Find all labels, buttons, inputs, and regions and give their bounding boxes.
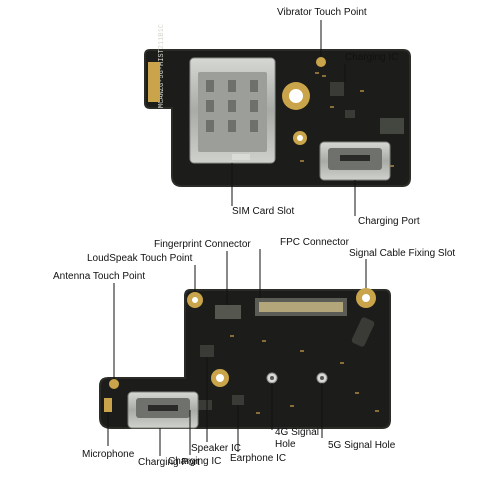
antenna-strip xyxy=(148,62,160,102)
charging-ic-chip xyxy=(330,82,344,96)
label-charging-ic-bottom: Charging IC xyxy=(168,456,222,467)
top-board: MCANZG-5G-HIST211B1C xyxy=(144,24,411,187)
vibrator-touch-pad xyxy=(316,57,326,67)
label-antenna-touch-point: Antenna Touch Point xyxy=(53,271,146,282)
label-signal-cable-fixing-slot: Signal Cable Fixing Slot xyxy=(349,248,456,259)
label-vibrator-touch-point: Vibrator Touch Point xyxy=(277,7,367,18)
charging-port-bottom xyxy=(127,391,199,429)
label-fingerprint-connector: Fingerprint Connector xyxy=(154,239,251,250)
label-4g-signal-line2: Hole xyxy=(275,439,296,450)
label-charging-ic-top: Charging IC xyxy=(345,52,399,63)
label-charging-port-bottom: Charging Port xyxy=(138,457,200,468)
label-speaker-ic: Speaker IC xyxy=(191,443,242,454)
label-earphone-ic: Earphone IC xyxy=(230,453,287,464)
charging-port-top xyxy=(319,141,391,181)
label-5g-signal-hole: 5G Signal Hole xyxy=(328,440,396,451)
speaker-ic-chip xyxy=(200,345,214,357)
label-fpc-connector: FPC Connector xyxy=(280,237,349,248)
label-loudspeak-touch-point: LoudSpeak Touch Point xyxy=(87,253,193,264)
label-charging-port-top: Charging Port xyxy=(358,216,420,227)
callout-lines xyxy=(107,20,367,456)
label-sim-card-slot: SIM Card Slot xyxy=(232,206,295,217)
svg-text:MCANZG-5G-HIST211B1C: MCANZG-5G-HIST211B1C xyxy=(158,24,166,108)
bottom-board xyxy=(99,288,391,429)
microphone-component xyxy=(104,398,112,412)
fingerprint-connector-chip xyxy=(215,305,241,319)
label-microphone: Microphone xyxy=(82,449,135,460)
earphone-ic-chip xyxy=(232,395,244,405)
board-silkscreen: MCANZG-5G-HIST211B1C xyxy=(158,24,166,108)
label-4g-signal-hole: 4G Signal Hole xyxy=(275,427,319,451)
label-4g-signal-line1: 4G Signal xyxy=(275,427,319,438)
signal-cable-slot xyxy=(351,317,375,347)
fpc-connector xyxy=(255,298,347,316)
charging-ic-chip-bottom xyxy=(198,400,212,410)
sim-card-slot xyxy=(189,57,276,164)
screw-hole-bottom-left xyxy=(109,379,119,389)
